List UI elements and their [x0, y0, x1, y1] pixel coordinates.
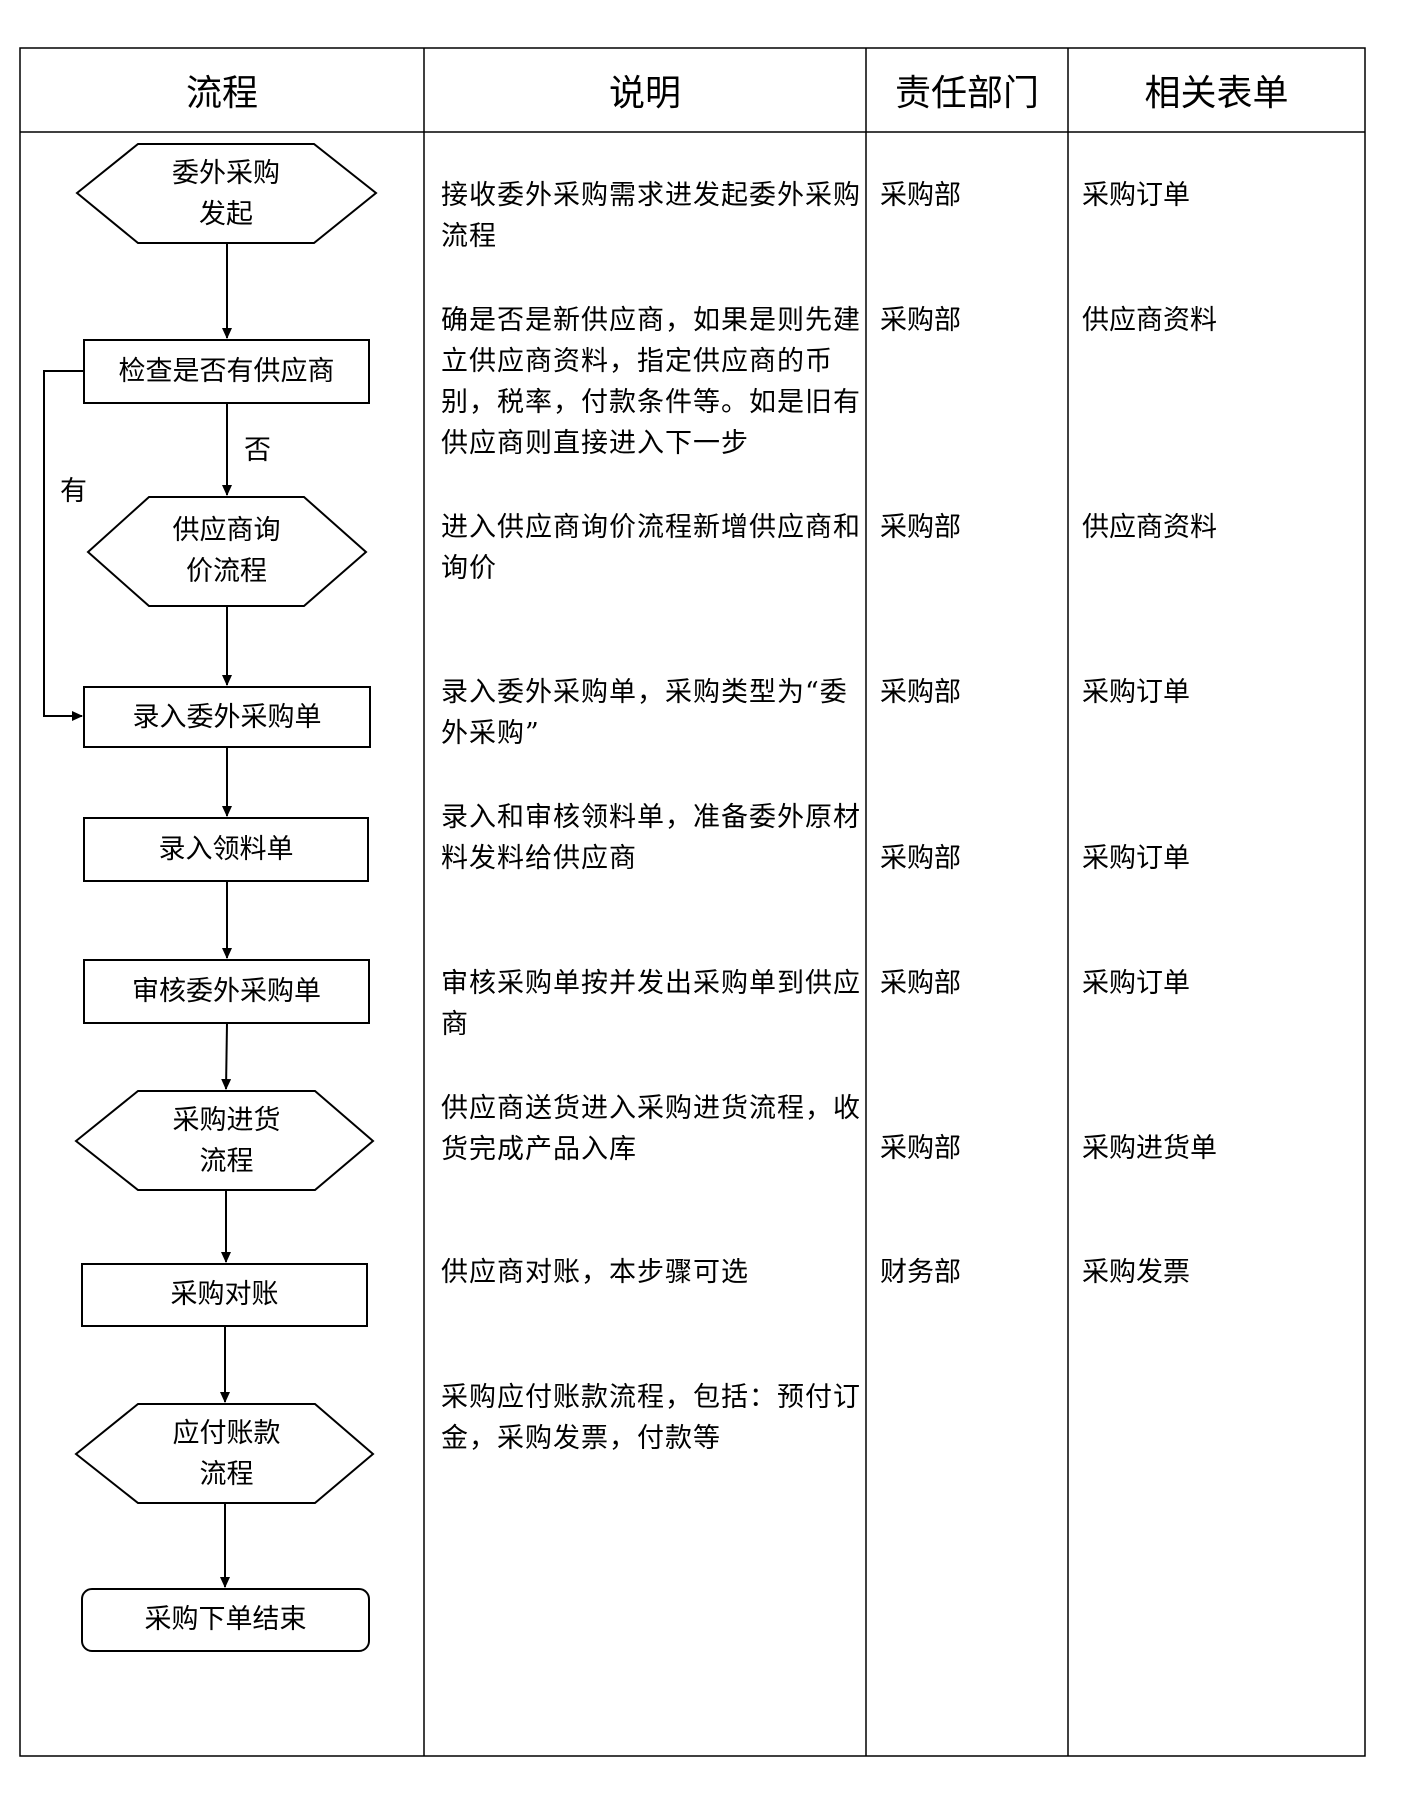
node-start-line1: 委外采购 [172, 158, 280, 189]
row-3-form: 供应商资料 [1082, 512, 1217, 543]
node-start-shape [75, 143, 378, 244]
row-7-form: 采购进货单 [1082, 1133, 1217, 1164]
node-material-label: 录入领料单 [158, 834, 294, 865]
node-start-label: 委外采购 发起 [138, 153, 314, 235]
node-receive-line1: 采购进货 [172, 1105, 281, 1136]
node-inquiry-line2: 价流程 [186, 556, 267, 587]
row-3-department: 采购部 [880, 512, 961, 543]
row-8-form: 采购发票 [1082, 1257, 1190, 1288]
row-6-department: 采购部 [880, 968, 961, 999]
row-9-description: 采购应付账款流程，包括：预付订金，采购发票，付款等 [441, 1382, 861, 1454]
row-1-department: 采购部 [880, 180, 961, 211]
row-3-description: 进入供应商询价流程新增供应商和询价 [441, 512, 861, 584]
row-1-description: 接收委外采购需求进发起委外采购流程 [441, 180, 861, 252]
node-inquiry-line1: 供应商询 [172, 515, 281, 546]
node-receive-line2: 流程 [199, 1146, 254, 1177]
row-5-department: 采购部 [880, 843, 961, 874]
edge-arrow [221, 1022, 232, 1090]
node-reconcile-label: 采购对账 [170, 1279, 279, 1310]
edge-bypass-arrow [43, 370, 84, 721]
node-end-label: 采购下单结束 [144, 1604, 307, 1635]
edge-label-yes: 有 [60, 476, 87, 507]
row-7-description: 供应商送货进入采购进货流程，收货完成产品入库 [441, 1093, 861, 1165]
node-check-label: 检查是否有供应商 [118, 356, 335, 387]
row-1-form: 采购订单 [1082, 180, 1190, 211]
row-4-description: 录入委外采购单，采购类型为“委外采购” [441, 677, 848, 749]
node-payable-line2: 流程 [199, 1459, 254, 1490]
node-receive-shape [74, 1090, 375, 1191]
node-start-line2: 发起 [199, 199, 253, 230]
row-4-form: 采购订单 [1082, 677, 1190, 708]
node-payable-label: 应付账款 流程 [138, 1413, 315, 1495]
header-description: 说明 [608, 73, 681, 114]
header-forms: 相关表单 [1144, 73, 1289, 114]
row-2-department: 采购部 [880, 305, 961, 336]
row-2-form: 供应商资料 [1082, 305, 1217, 336]
row-7-department: 采购部 [880, 1133, 961, 1164]
edge-label-no: 否 [244, 435, 271, 466]
node-end-shape [81, 1588, 370, 1652]
header-flow: 流程 [185, 73, 258, 114]
row-5-form: 采购订单 [1082, 843, 1190, 874]
table-border [19, 47, 1366, 1757]
node-payable-line1: 应付账款 [172, 1418, 281, 1449]
header-department: 责任部门 [894, 73, 1039, 114]
row-2-description: 确是否是新供应商，如果是则先建立供应商资料，指定供应商的币别，税率，付款条件等。… [441, 305, 861, 459]
row-6-description: 审核采购单按并发出采购单到供应商 [441, 968, 861, 1040]
node-receive-label: 采购进货 流程 [138, 1100, 315, 1182]
node-review-label: 审核委外采购单 [132, 976, 321, 1007]
node-enter-order-label: 录入委外采购单 [132, 702, 322, 733]
node-inquiry-shape [86, 496, 368, 607]
row-6-form: 采购订单 [1082, 968, 1190, 999]
node-review-shape [83, 959, 370, 1024]
node-reconcile-shape [81, 1263, 368, 1327]
row-5-description: 录入和审核领料单，准备委外原材料发料给供应商 [441, 802, 861, 874]
row-8-description: 供应商对账，本步骤可选 [441, 1257, 749, 1288]
row-8-department: 财务部 [880, 1257, 961, 1288]
node-inquiry-label: 供应商询 价流程 [149, 510, 304, 592]
row-4-department: 采购部 [880, 677, 961, 708]
node-payable-shape [74, 1403, 375, 1504]
